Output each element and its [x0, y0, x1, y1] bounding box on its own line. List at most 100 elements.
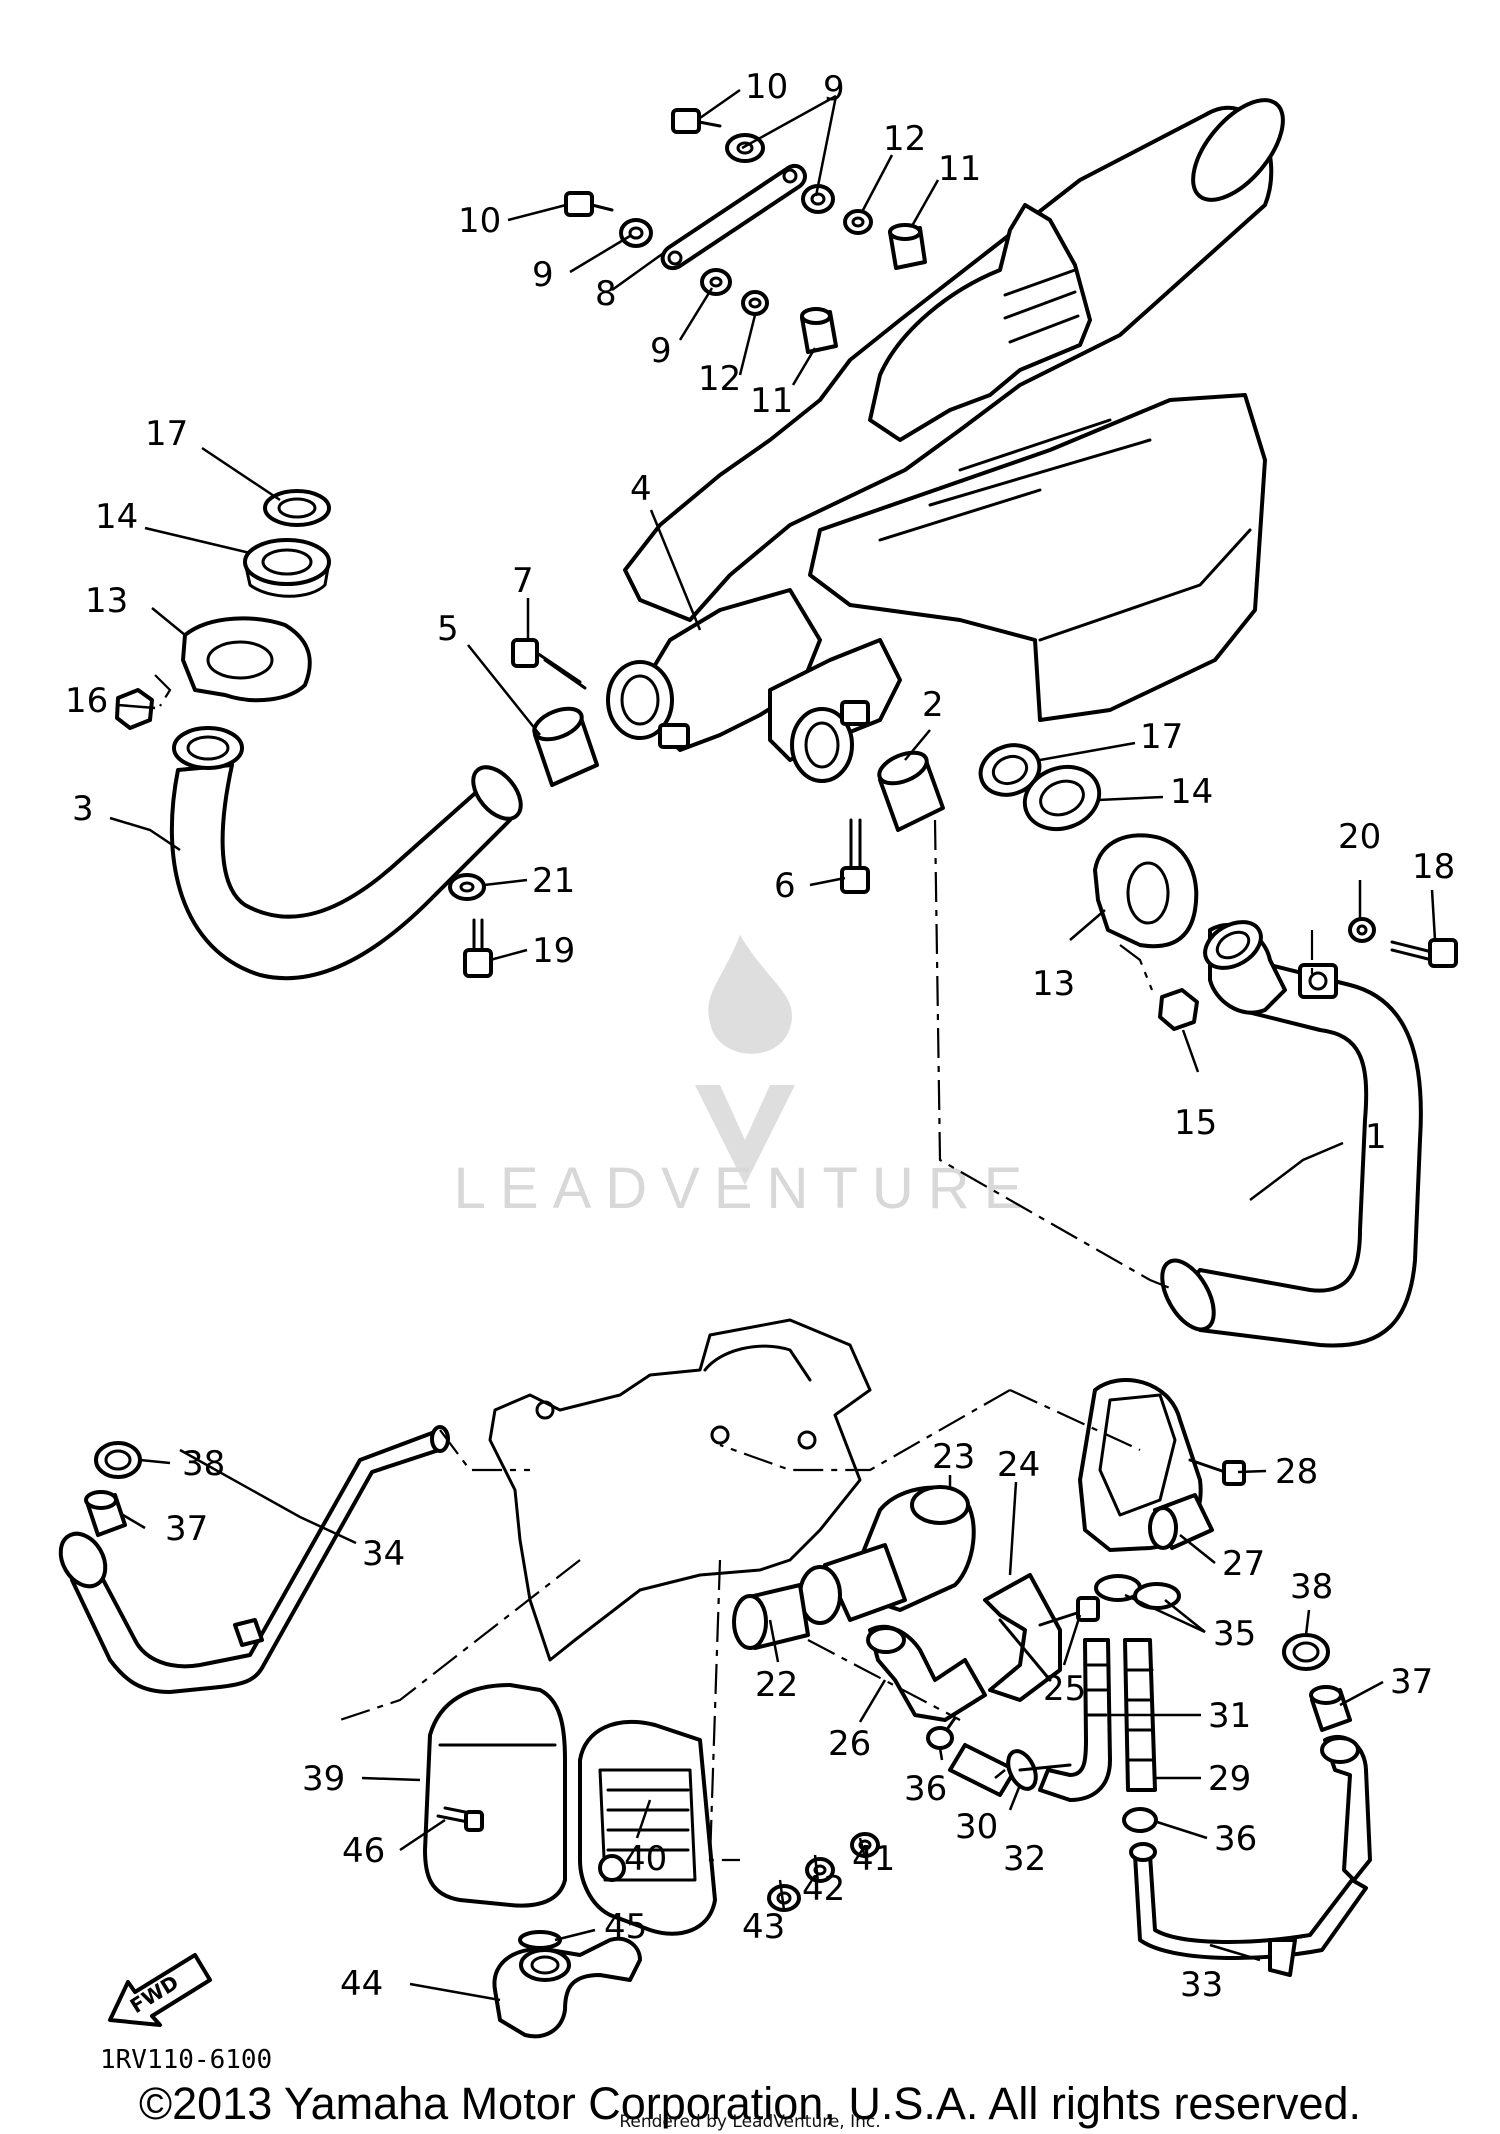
callout-2: 2: [922, 685, 944, 725]
bolt-19: [463, 918, 493, 978]
callout-6: 6: [774, 866, 796, 906]
washer-9-left: [619, 218, 653, 248]
callout-9-lower: 9: [650, 331, 672, 371]
callout-13-front: 13: [85, 581, 128, 621]
clamp-36-lower: [1122, 1807, 1158, 1833]
reed-valve-23: [798, 1485, 976, 1625]
callout-20: 20: [1338, 817, 1381, 857]
check-valve-30: [948, 1743, 1072, 1797]
air-filter-element-40: [578, 1719, 717, 1936]
washer-21: [448, 873, 486, 901]
damper-11-left: [800, 307, 838, 354]
callout-5: 5: [437, 609, 459, 649]
callout-31: 31: [1208, 1696, 1251, 1736]
callout-38-left: 38: [182, 1444, 225, 1484]
leader-lines: [109, 88, 1437, 2002]
callout-23: 23: [932, 1437, 975, 1477]
flange-13-front: [181, 616, 312, 703]
callout-8: 8: [595, 274, 617, 314]
callout-4: 4: [630, 469, 652, 509]
engine-case-outline: [488, 1318, 872, 1662]
callout-39: 39: [302, 1759, 345, 1799]
callout-26: 26: [828, 1724, 871, 1764]
bolt-7: [511, 638, 587, 690]
hose-22: [732, 1583, 810, 1650]
callout-14-front: 14: [95, 497, 138, 537]
collar-12-right: [843, 209, 873, 235]
bolt-10-left: [564, 191, 614, 217]
bolt-28: [1188, 1458, 1246, 1486]
collar-12-left: [741, 290, 769, 316]
damper-11-right: [888, 223, 927, 270]
heat-shield: [868, 203, 1092, 442]
callout-12-left: 12: [698, 359, 741, 399]
callout-13-rear: 13: [1032, 964, 1075, 1004]
exhaust-pipe-rear: [1160, 920, 1423, 1348]
collar-42: [805, 1857, 835, 1883]
callout-29: 29: [1208, 1759, 1251, 1799]
callout-9-top: 9: [823, 69, 845, 109]
callout-12-right: 12: [883, 119, 926, 159]
muffler-chamber: [808, 393, 1267, 722]
muffler-end-cap: [1191, 98, 1285, 202]
washer-20: [1348, 917, 1376, 943]
watermark-text: LEADVENTURE: [454, 1156, 1037, 1221]
muffler-stay-bracket: [660, 164, 807, 270]
exhaust-pipe-front: [169, 726, 523, 981]
callout-1: 1: [1365, 1117, 1387, 1157]
callout-25: 25: [1043, 1669, 1086, 1709]
callout-22: 22: [755, 1665, 798, 1705]
callout-28: 28: [1275, 1452, 1318, 1492]
callout-16: 16: [65, 681, 108, 721]
joint-clamp-front: [606, 660, 690, 749]
air-cut-valve-27: [1078, 1378, 1214, 1552]
callout-34: 34: [362, 1534, 405, 1574]
callout-11-left: 11: [750, 381, 793, 421]
callout-44: 44: [340, 1964, 383, 2004]
callout-10-left: 10: [458, 201, 501, 241]
callout-3: 3: [72, 789, 94, 829]
callout-7: 7: [512, 561, 534, 601]
callout-21: 21: [532, 861, 575, 901]
gasket-2: [877, 750, 945, 832]
screw-46: [436, 1810, 484, 1832]
joint-clamp-rear: [790, 700, 870, 783]
callout-38-right: 38: [1290, 1567, 1333, 1607]
hose-31: [1038, 1638, 1112, 1802]
clamp-38-left: [94, 1441, 142, 1479]
callout-37-left: 37: [165, 1509, 208, 1549]
callout-35: 35: [1213, 1614, 1256, 1654]
callout-9-left: 9: [532, 255, 554, 295]
clamp-38-right: [1282, 1633, 1330, 1671]
callout-17-rear: 17: [1140, 717, 1183, 757]
callout-30: 30: [955, 1807, 998, 1847]
callout-10-top: 10: [745, 67, 788, 107]
bolt-6: [840, 818, 870, 894]
callout-36-upper: 36: [904, 1769, 947, 1809]
callout-24: 24: [997, 1445, 1040, 1485]
clamp-36-upper: [926, 1716, 957, 1750]
callout-27: 27: [1222, 1544, 1265, 1584]
callout-32: 32: [1003, 1839, 1046, 1879]
callout-14-rear: 14: [1170, 772, 1213, 812]
callout-18: 18: [1412, 847, 1455, 887]
callout-41: 41: [852, 1839, 895, 1879]
callout-45: 45: [604, 1907, 647, 1947]
callout-37-right: 37: [1390, 1662, 1433, 1702]
diagram-code: 1RV110-6100: [100, 2045, 272, 2075]
gasket-14-front: [243, 538, 331, 598]
fwd-arrow-icon: FWD: [108, 1953, 212, 2027]
callout-17-front: 17: [145, 414, 188, 454]
leadventure-logo-icon: [695, 935, 795, 1185]
o-ring-45: [518, 1930, 562, 1950]
muffler-assembly: [606, 98, 1285, 783]
callout-46: 46: [342, 1831, 385, 1871]
gasket-5: [532, 706, 599, 787]
elbow-pipe-right: [1320, 1734, 1372, 1882]
joint-37-right: [1309, 1685, 1352, 1732]
callout-33: 33: [1180, 1965, 1223, 2005]
rendered-by-credit: Rendered by LeadVenture, Inc.: [619, 2112, 881, 2132]
gasket-14-rear: [1022, 764, 1102, 832]
joint-37-left: [84, 1490, 127, 1537]
